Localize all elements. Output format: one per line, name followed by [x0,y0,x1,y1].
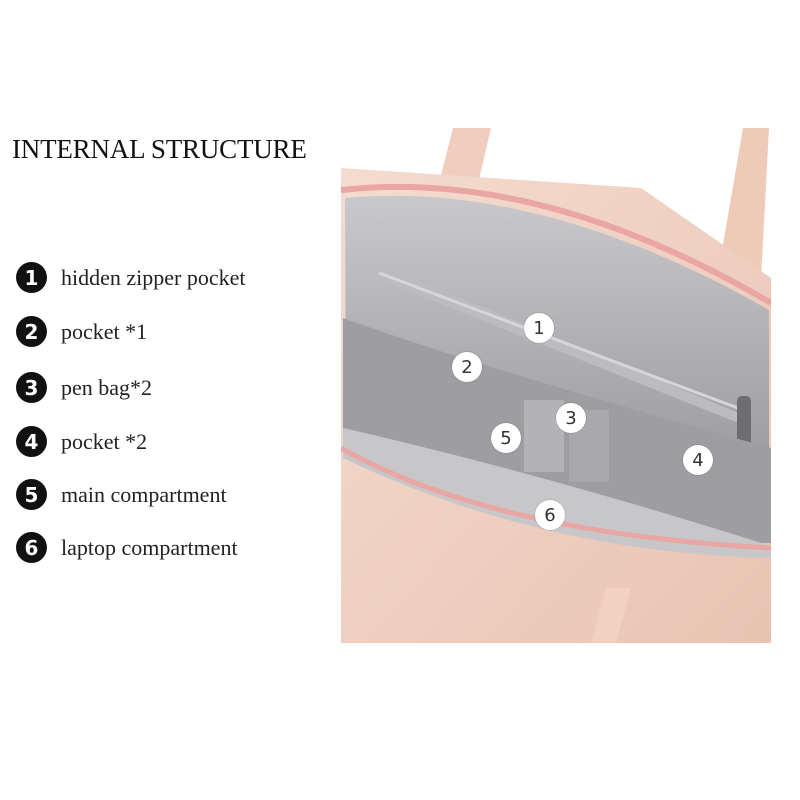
lower-zipper-rim [341,445,771,551]
bag-illustration [341,128,771,643]
number-6-badge-icon: 6 [16,532,47,563]
legend-label: pocket *1 [61,318,148,344]
number-5-badge-icon: 5 [16,479,47,510]
callout-3-icon: 3 [556,403,586,433]
legend-label: hidden zipper pocket [61,264,246,290]
legend-item-1: 1 hidden zipper pocket [16,262,246,293]
legend-item-6: 6 laptop compartment [16,532,238,563]
callout-2-icon: 2 [452,352,482,382]
number-2-badge-icon: 2 [16,316,47,347]
number-1-badge-icon: 1 [16,262,47,293]
legend-label: laptop compartment [61,534,238,560]
callout-5-icon: 5 [491,423,521,453]
legend-item-3: 3 pen bag*2 [16,372,152,403]
number-4-badge-icon: 4 [16,426,47,457]
zipper-pull [737,396,751,448]
callout-6-icon: 6 [535,500,565,530]
legend-item-2: 2 pocket *1 [16,316,147,347]
legend-label: pocket *2 [61,428,148,454]
zipper-line [378,271,752,415]
legend-item-5: 5 main compartment [16,479,227,510]
page-title: INTERNAL STRUCTURE [12,134,307,164]
bag-interior-photo: 1 2 3 4 5 6 [341,128,771,643]
hidden-zipper-pocket [376,263,751,428]
callout-4-icon: 4 [683,445,713,475]
callout-1-icon: 1 [524,313,554,343]
laptop-compartment [343,428,771,558]
legend-label: main compartment [61,481,227,507]
number-3-badge-icon: 3 [16,372,47,403]
rear-handle-right [719,128,769,278]
front-handle [591,588,631,643]
legend-label: pen bag*2 [61,374,153,400]
legend-item-4: 4 pocket *2 [16,426,147,457]
rear-handle-left [439,128,491,188]
top-zipper-rim [341,183,771,306]
